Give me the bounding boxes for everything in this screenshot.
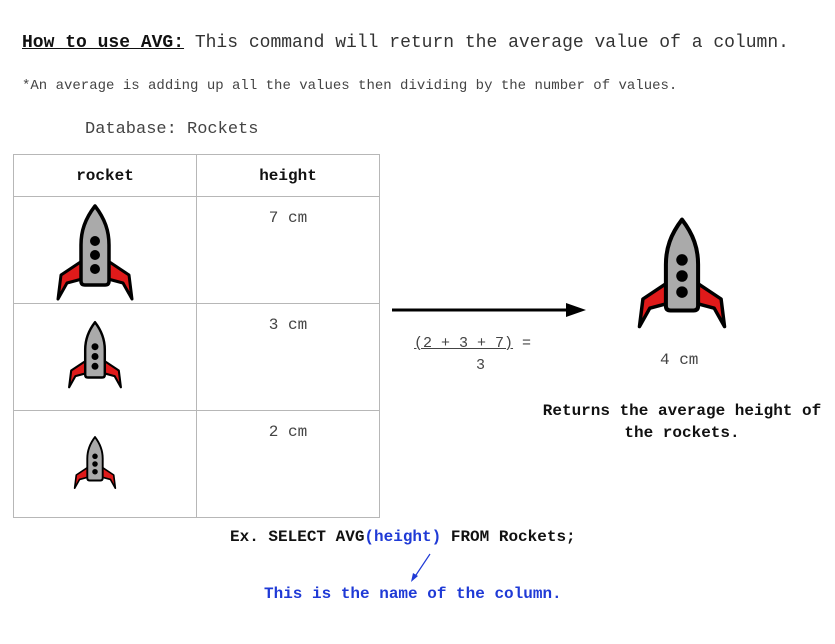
table-row: 3 cm <box>13 303 380 411</box>
column-header-height: height <box>196 154 380 197</box>
rocket-icon <box>55 203 135 307</box>
column-name-note: This is the name of the column. <box>264 585 562 603</box>
result-value: 4 cm <box>660 351 699 369</box>
rocket-cell <box>13 410 197 518</box>
rocket-icon <box>67 320 123 393</box>
right-arrow-icon <box>392 303 586 317</box>
pointer-arrow-icon <box>411 553 431 582</box>
height-cell: 3 cm <box>196 303 380 411</box>
rocket-icon <box>73 435 117 493</box>
average-note: *An average is adding up all the values … <box>22 78 678 94</box>
result-caption: Returns the average height of the rocket… <box>542 402 822 442</box>
formula-equals: = <box>513 335 532 352</box>
table-row: 2 cm <box>13 410 380 518</box>
height-cell: 2 cm <box>196 410 380 518</box>
result-rocket-icon <box>636 216 728 336</box>
page-heading: How to use AVG: This command will return… <box>22 33 789 53</box>
formula-numerator: (2 + 3 + 7) <box>414 335 514 352</box>
rocket-cell <box>13 196 197 307</box>
example-column: (height) <box>364 528 442 546</box>
height-cell: 7 cm <box>196 196 380 304</box>
heading-label: How to use AVG: <box>22 33 185 53</box>
table-header-row: rocket height <box>13 154 380 197</box>
example-suffix: FROM Rockets; <box>441 528 576 546</box>
example-query: Ex. SELECT AVG(height) FROM Rockets; <box>230 528 576 546</box>
rocket-cell <box>13 303 197 411</box>
column-header-rocket: rocket <box>13 154 197 197</box>
table-row: 7 cm <box>13 196 380 307</box>
average-formula: (2 + 3 + 7) = <box>414 335 531 352</box>
formula-denominator: 3 <box>476 357 486 374</box>
rockets-table: rocket height 7 cm 3 cm 2 cm <box>13 154 380 518</box>
heading-text: This command will return the average val… <box>184 33 789 53</box>
database-title: Database: Rockets <box>85 120 259 139</box>
example-prefix: Ex. SELECT AVG <box>230 528 365 546</box>
